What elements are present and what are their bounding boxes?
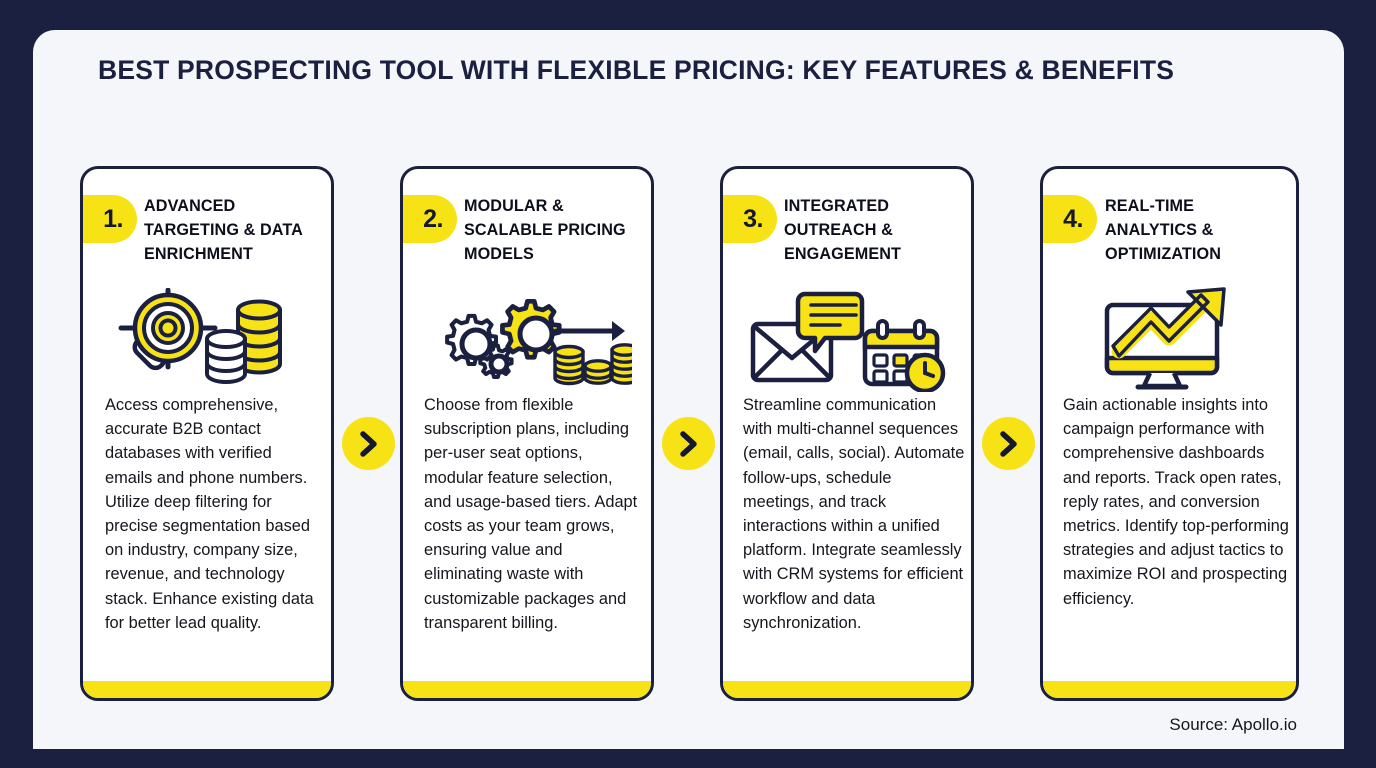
card-4-accent-bar xyxy=(1043,681,1296,698)
feature-card-2[interactable]: 2. MODULAR & SCALABLE PRICING MODELS xyxy=(400,166,654,701)
card-3-header: 3. INTEGRATED OUTREACH & ENGAGEMENT xyxy=(723,195,971,287)
card-1-number-badge: 1. xyxy=(83,195,137,243)
card-4-number-badge: 4. xyxy=(1043,195,1097,243)
chevron-right-icon xyxy=(999,430,1017,457)
card-2-title: MODULAR & SCALABLE PRICING MODELS xyxy=(464,197,626,263)
monitor-growth-chart-icon xyxy=(1104,287,1226,390)
cards-row: 1. ADVANCED TARGETING & DATA ENRICHMENT xyxy=(80,166,1299,701)
email-chat-calendar-clock-icon xyxy=(750,291,945,392)
chevron-right-icon xyxy=(359,430,377,457)
card-4-header: 4. REAL-TIME ANALYTICS & OPTIMIZATION xyxy=(1043,195,1296,287)
feature-card-3[interactable]: 3. INTEGRATED OUTREACH & ENGAGEMENT xyxy=(720,166,974,701)
page-title: BEST PROSPECTING TOOL WITH FLEXIBLE PRIC… xyxy=(98,55,1175,85)
chevron-right-icon xyxy=(679,430,697,457)
card-3-number-badge: 3. xyxy=(723,195,777,243)
card-2-header: 2. MODULAR & SCALABLE PRICING MODELS xyxy=(403,195,651,287)
target-magnifier-database-icon xyxy=(118,288,282,384)
connector-chevron-1 xyxy=(342,417,395,470)
card-2-number-badge: 2. xyxy=(403,195,457,243)
card-3-accent-bar xyxy=(723,681,971,698)
gears-coins-growth-icon xyxy=(445,298,632,386)
card-3-body: Streamline communication with multi-chan… xyxy=(743,396,965,632)
card-4-title: REAL-TIME ANALYTICS & OPTIMIZATION xyxy=(1105,197,1221,263)
connector-chevron-2 xyxy=(662,417,715,470)
card-2-accent-bar xyxy=(403,681,651,698)
source-attribution: Source: Apollo.io xyxy=(1169,715,1297,734)
feature-card-4[interactable]: 4. REAL-TIME ANALYTICS & OPTIMIZATION xyxy=(1040,166,1299,701)
card-3-title: INTEGRATED OUTREACH & ENGAGEMENT xyxy=(784,197,902,263)
card-3-icon-area xyxy=(723,287,971,393)
card-1-body: Access comprehensive, accurate B2B conta… xyxy=(105,396,314,632)
card-4-body: Gain actionable insights into campaign p… xyxy=(1063,396,1289,608)
card-1-icon-area xyxy=(83,287,331,393)
card-1-accent-bar xyxy=(83,681,331,698)
card-4-icon-area xyxy=(1043,287,1296,393)
card-1-header: 1. ADVANCED TARGETING & DATA ENRICHMENT xyxy=(83,195,331,287)
card-1-title: ADVANCED TARGETING & DATA ENRICHMENT xyxy=(144,197,303,263)
connector-chevron-3 xyxy=(982,417,1035,470)
card-2-icon-area xyxy=(403,287,651,393)
feature-card-1[interactable]: 1. ADVANCED TARGETING & DATA ENRICHMENT xyxy=(80,166,334,701)
card-2-body: Choose from flexible subscription plans,… xyxy=(424,396,638,632)
